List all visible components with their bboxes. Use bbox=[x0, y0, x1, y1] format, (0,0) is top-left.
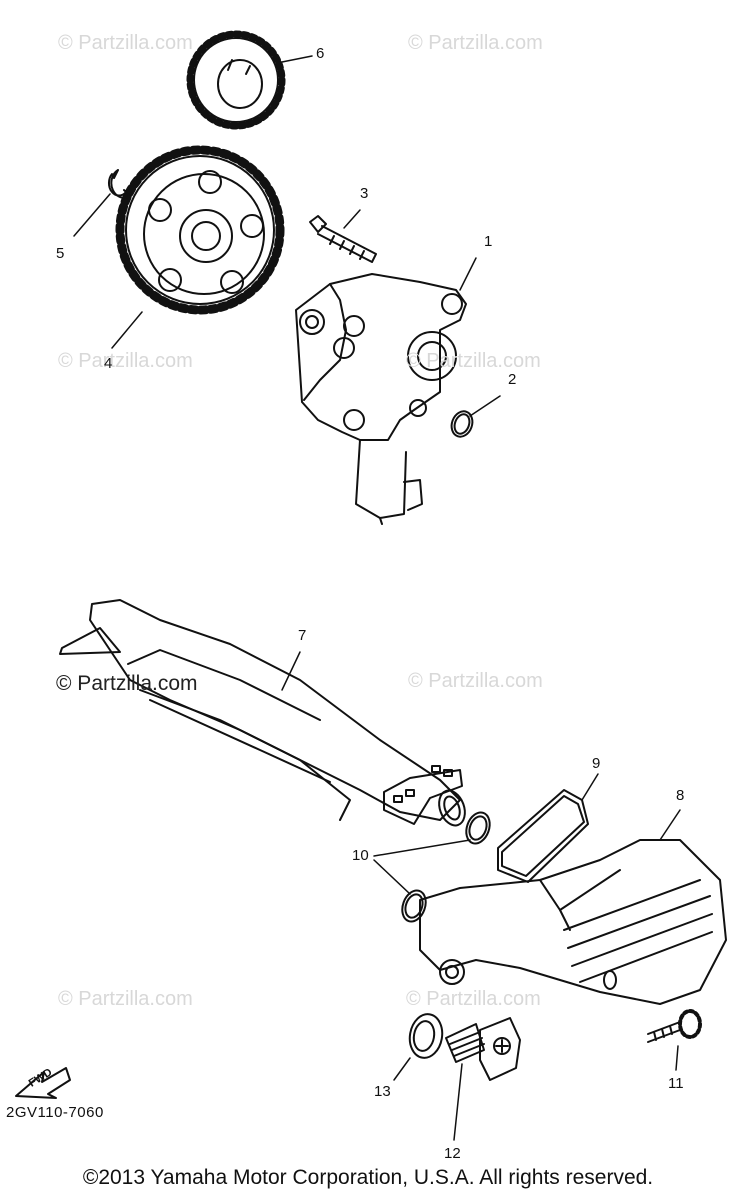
callout-11: 11 bbox=[668, 1075, 684, 1092]
callout-1: 1 bbox=[484, 233, 493, 250]
callout-8: 8 bbox=[676, 787, 685, 804]
part-7-strainer bbox=[59, 599, 466, 827]
part-9-gasket bbox=[497, 789, 589, 883]
leader-lines bbox=[73, 55, 681, 1141]
part-12-drain-plug bbox=[445, 1017, 521, 1081]
part-3-bolt bbox=[309, 215, 377, 263]
callout-6: 6 bbox=[316, 45, 325, 62]
callout-10: 10 bbox=[352, 847, 369, 864]
callout-5: 5 bbox=[56, 245, 65, 262]
watermark: © Partzilla.com bbox=[58, 988, 193, 1010]
callout-9: 9 bbox=[592, 755, 601, 772]
watermark: © Partzilla.com bbox=[58, 32, 193, 54]
part-8-cover bbox=[419, 839, 727, 1005]
copyright-notice: ©2013 Yamaha Motor Corporation, U.S.A. A… bbox=[82, 1166, 654, 1189]
callout-3: 3 bbox=[360, 185, 369, 202]
part-11-bolt bbox=[647, 1009, 702, 1043]
callout-2: 2 bbox=[508, 371, 517, 388]
part-4-large-gear bbox=[115, 145, 285, 315]
watermark: © Partzilla.com bbox=[56, 672, 198, 695]
watermark: © Partzilla.com bbox=[58, 350, 193, 372]
reference-code: 2GV110-7060 bbox=[6, 1104, 104, 1121]
watermark: © Partzilla.com bbox=[406, 988, 541, 1010]
watermark: © Partzilla.com bbox=[406, 350, 541, 372]
part-6-small-gear bbox=[186, 30, 286, 130]
callout-13: 13 bbox=[374, 1083, 391, 1100]
part-5-circlip bbox=[108, 169, 131, 199]
watermark: © Partzilla.com bbox=[408, 32, 543, 54]
callout-7: 7 bbox=[298, 627, 307, 644]
part-1-oil-pump bbox=[295, 273, 467, 525]
fwd-arrow-icon bbox=[15, 1067, 71, 1099]
part-10-o-rings bbox=[401, 811, 491, 923]
part-13-washer bbox=[408, 1013, 444, 1059]
watermark: © Partzilla.com bbox=[408, 670, 543, 692]
callout-4: 4 bbox=[104, 355, 113, 372]
callout-12: 12 bbox=[444, 1145, 461, 1162]
part-2-o-ring bbox=[450, 410, 474, 438]
